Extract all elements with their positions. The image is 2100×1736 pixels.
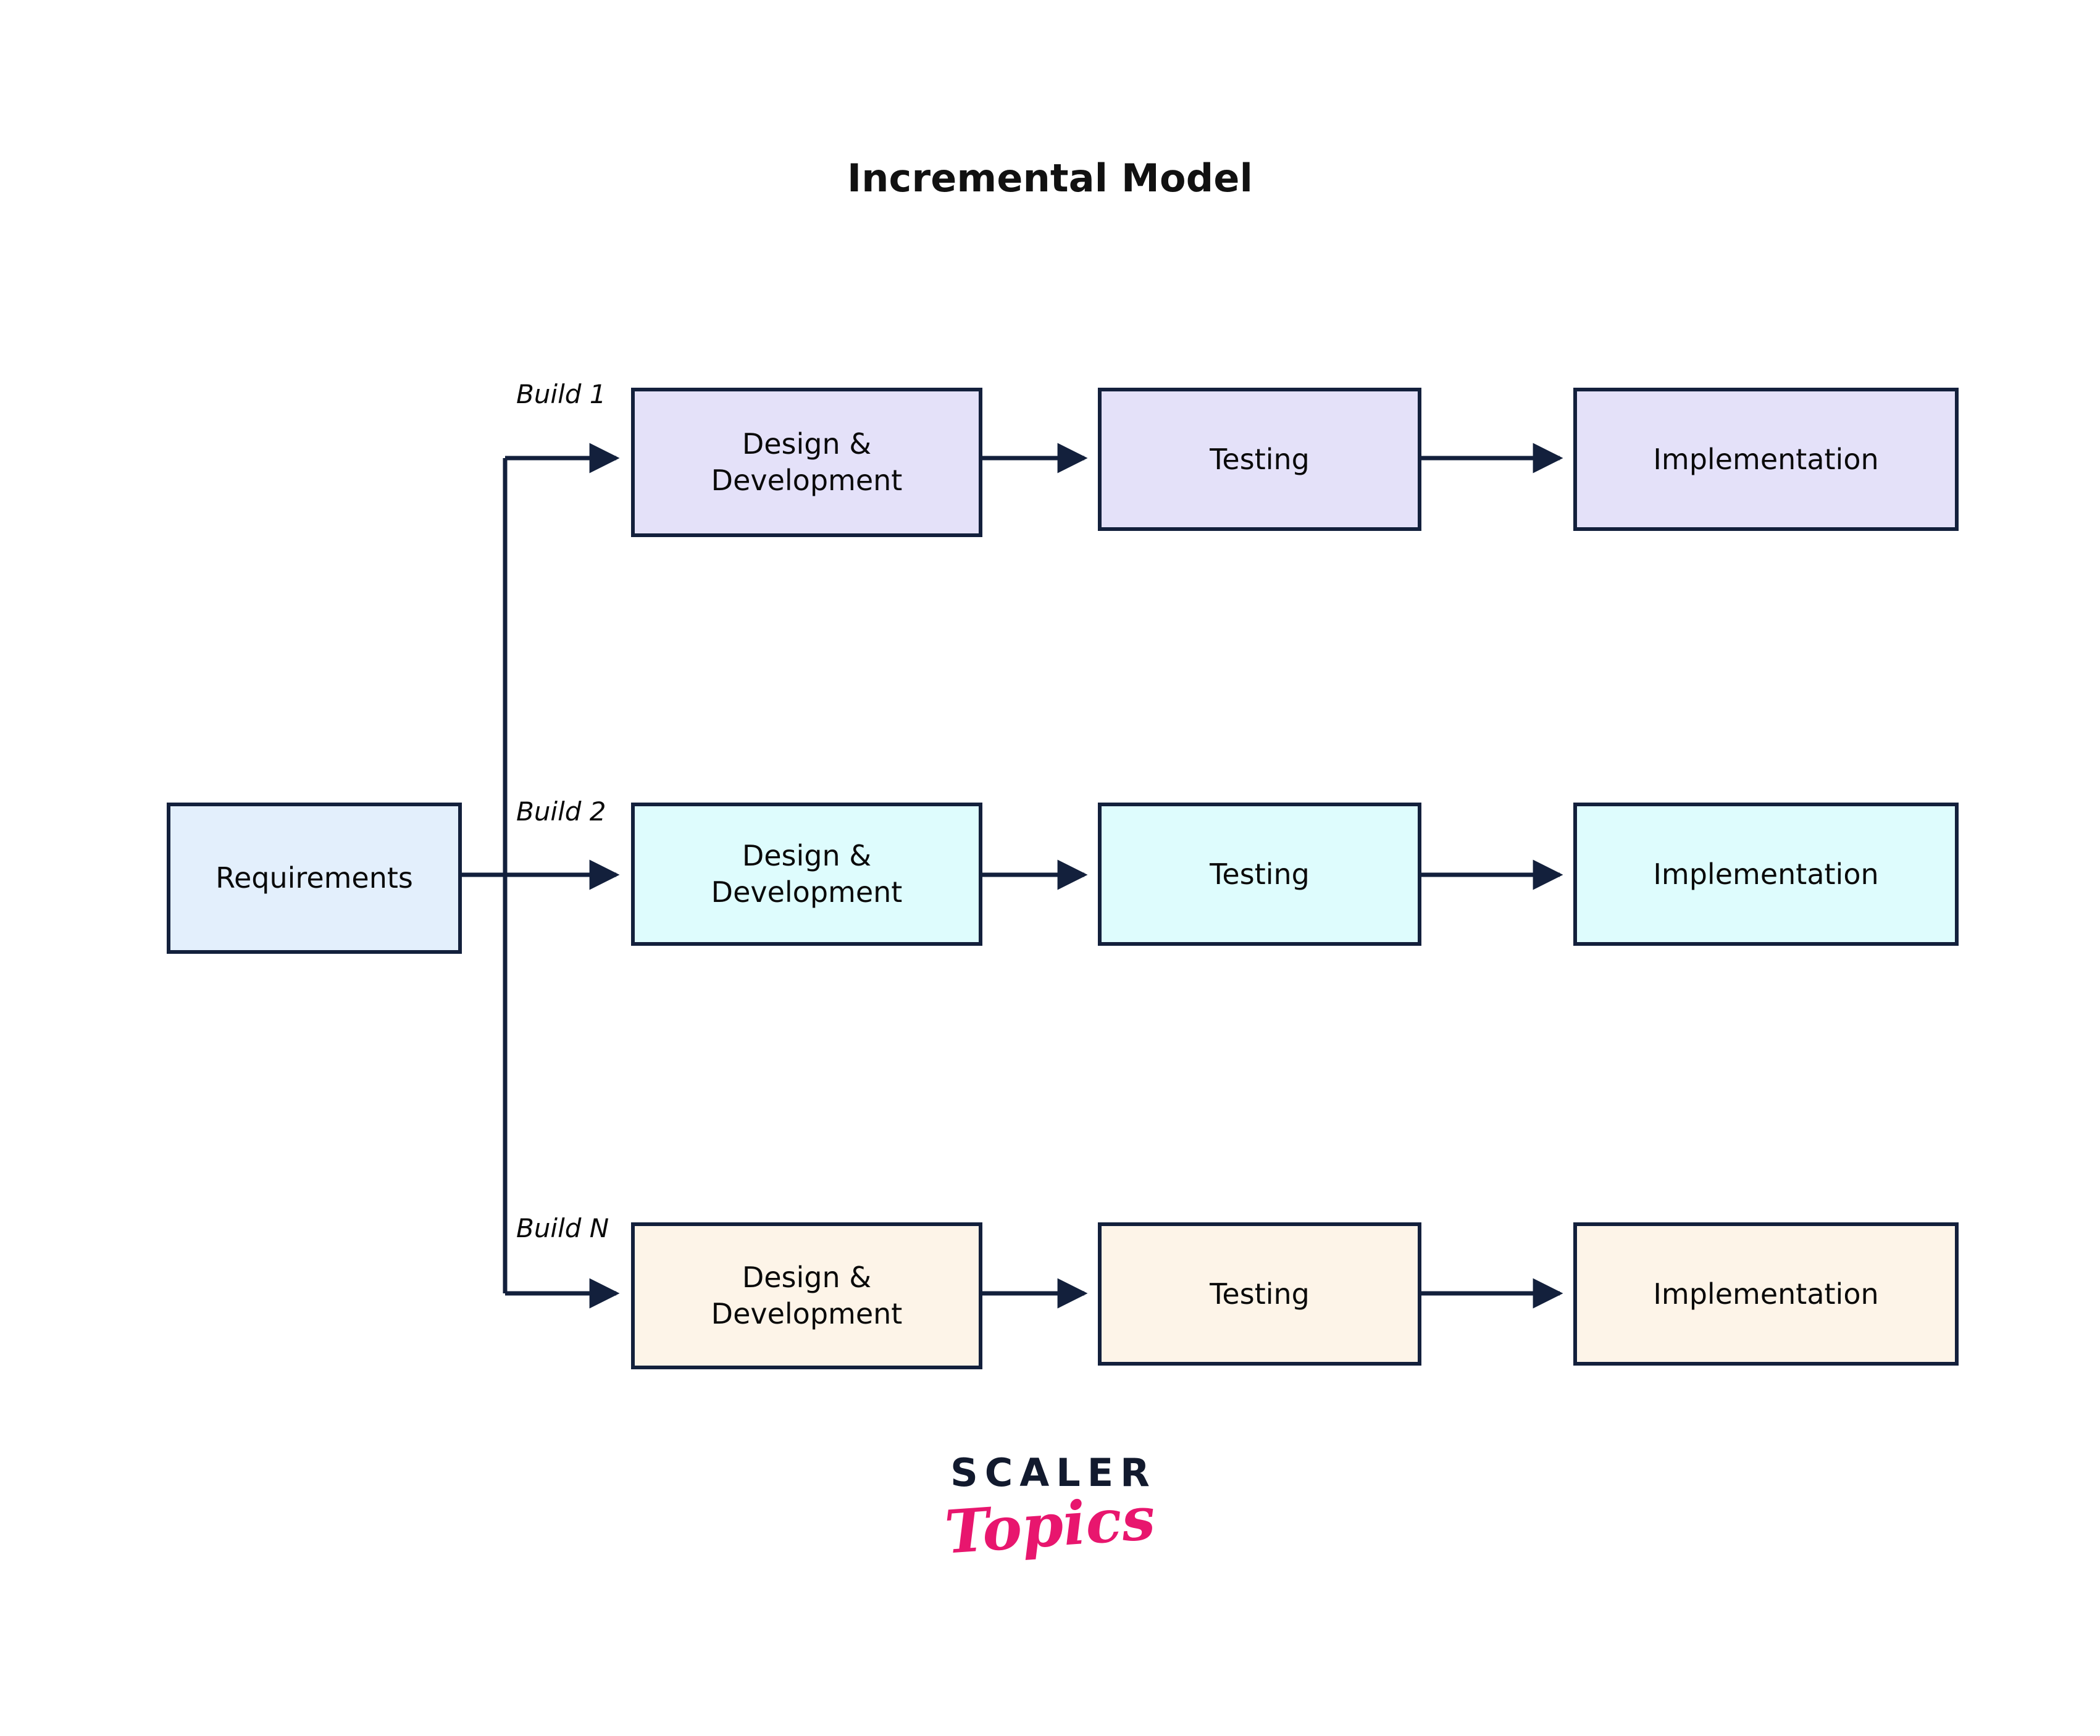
brand-logo: SCALER Topics (0, 1450, 2100, 1567)
node-build1-design-development-label: Design & Development (711, 427, 903, 497)
node-buildn-testing[interactable]: Testing (1098, 1222, 1421, 1366)
node-build1-implementation-label: Implementation (1653, 442, 1879, 476)
node-build1-implementation[interactable]: Implementation (1573, 388, 1959, 531)
node-buildn-design-development[interactable]: Design & Development (631, 1222, 982, 1369)
page-title: Incremental Model (847, 156, 1253, 201)
node-build2-design-development-label: Design & Development (711, 839, 903, 909)
node-requirements-label: Requirements (215, 861, 413, 895)
node-build2-implementation-label: Implementation (1653, 857, 1879, 891)
node-requirements[interactable]: Requirements (167, 803, 462, 954)
node-build2-testing-label: Testing (1210, 857, 1310, 891)
node-buildn-implementation[interactable]: Implementation (1573, 1222, 1959, 1366)
node-buildn-design-development-label: Design & Development (711, 1261, 903, 1330)
node-build2-design-development[interactable]: Design & Development (631, 803, 982, 946)
build-label-n: Build N (516, 1213, 609, 1243)
brand-logo-scaler-text: SCALER (950, 1450, 1157, 1495)
node-build1-testing-label: Testing (1210, 442, 1310, 476)
node-build1-testing[interactable]: Testing (1098, 388, 1421, 531)
node-build2-testing[interactable]: Testing (1098, 803, 1421, 946)
node-buildn-testing-label: Testing (1210, 1277, 1310, 1311)
node-build2-implementation[interactable]: Implementation (1573, 803, 1959, 946)
build-label-2: Build 2 (516, 796, 606, 827)
build-label-1: Build 1 (516, 379, 606, 409)
node-buildn-implementation-label: Implementation (1653, 1277, 1879, 1311)
node-build1-design-development[interactable]: Design & Development (631, 388, 982, 537)
